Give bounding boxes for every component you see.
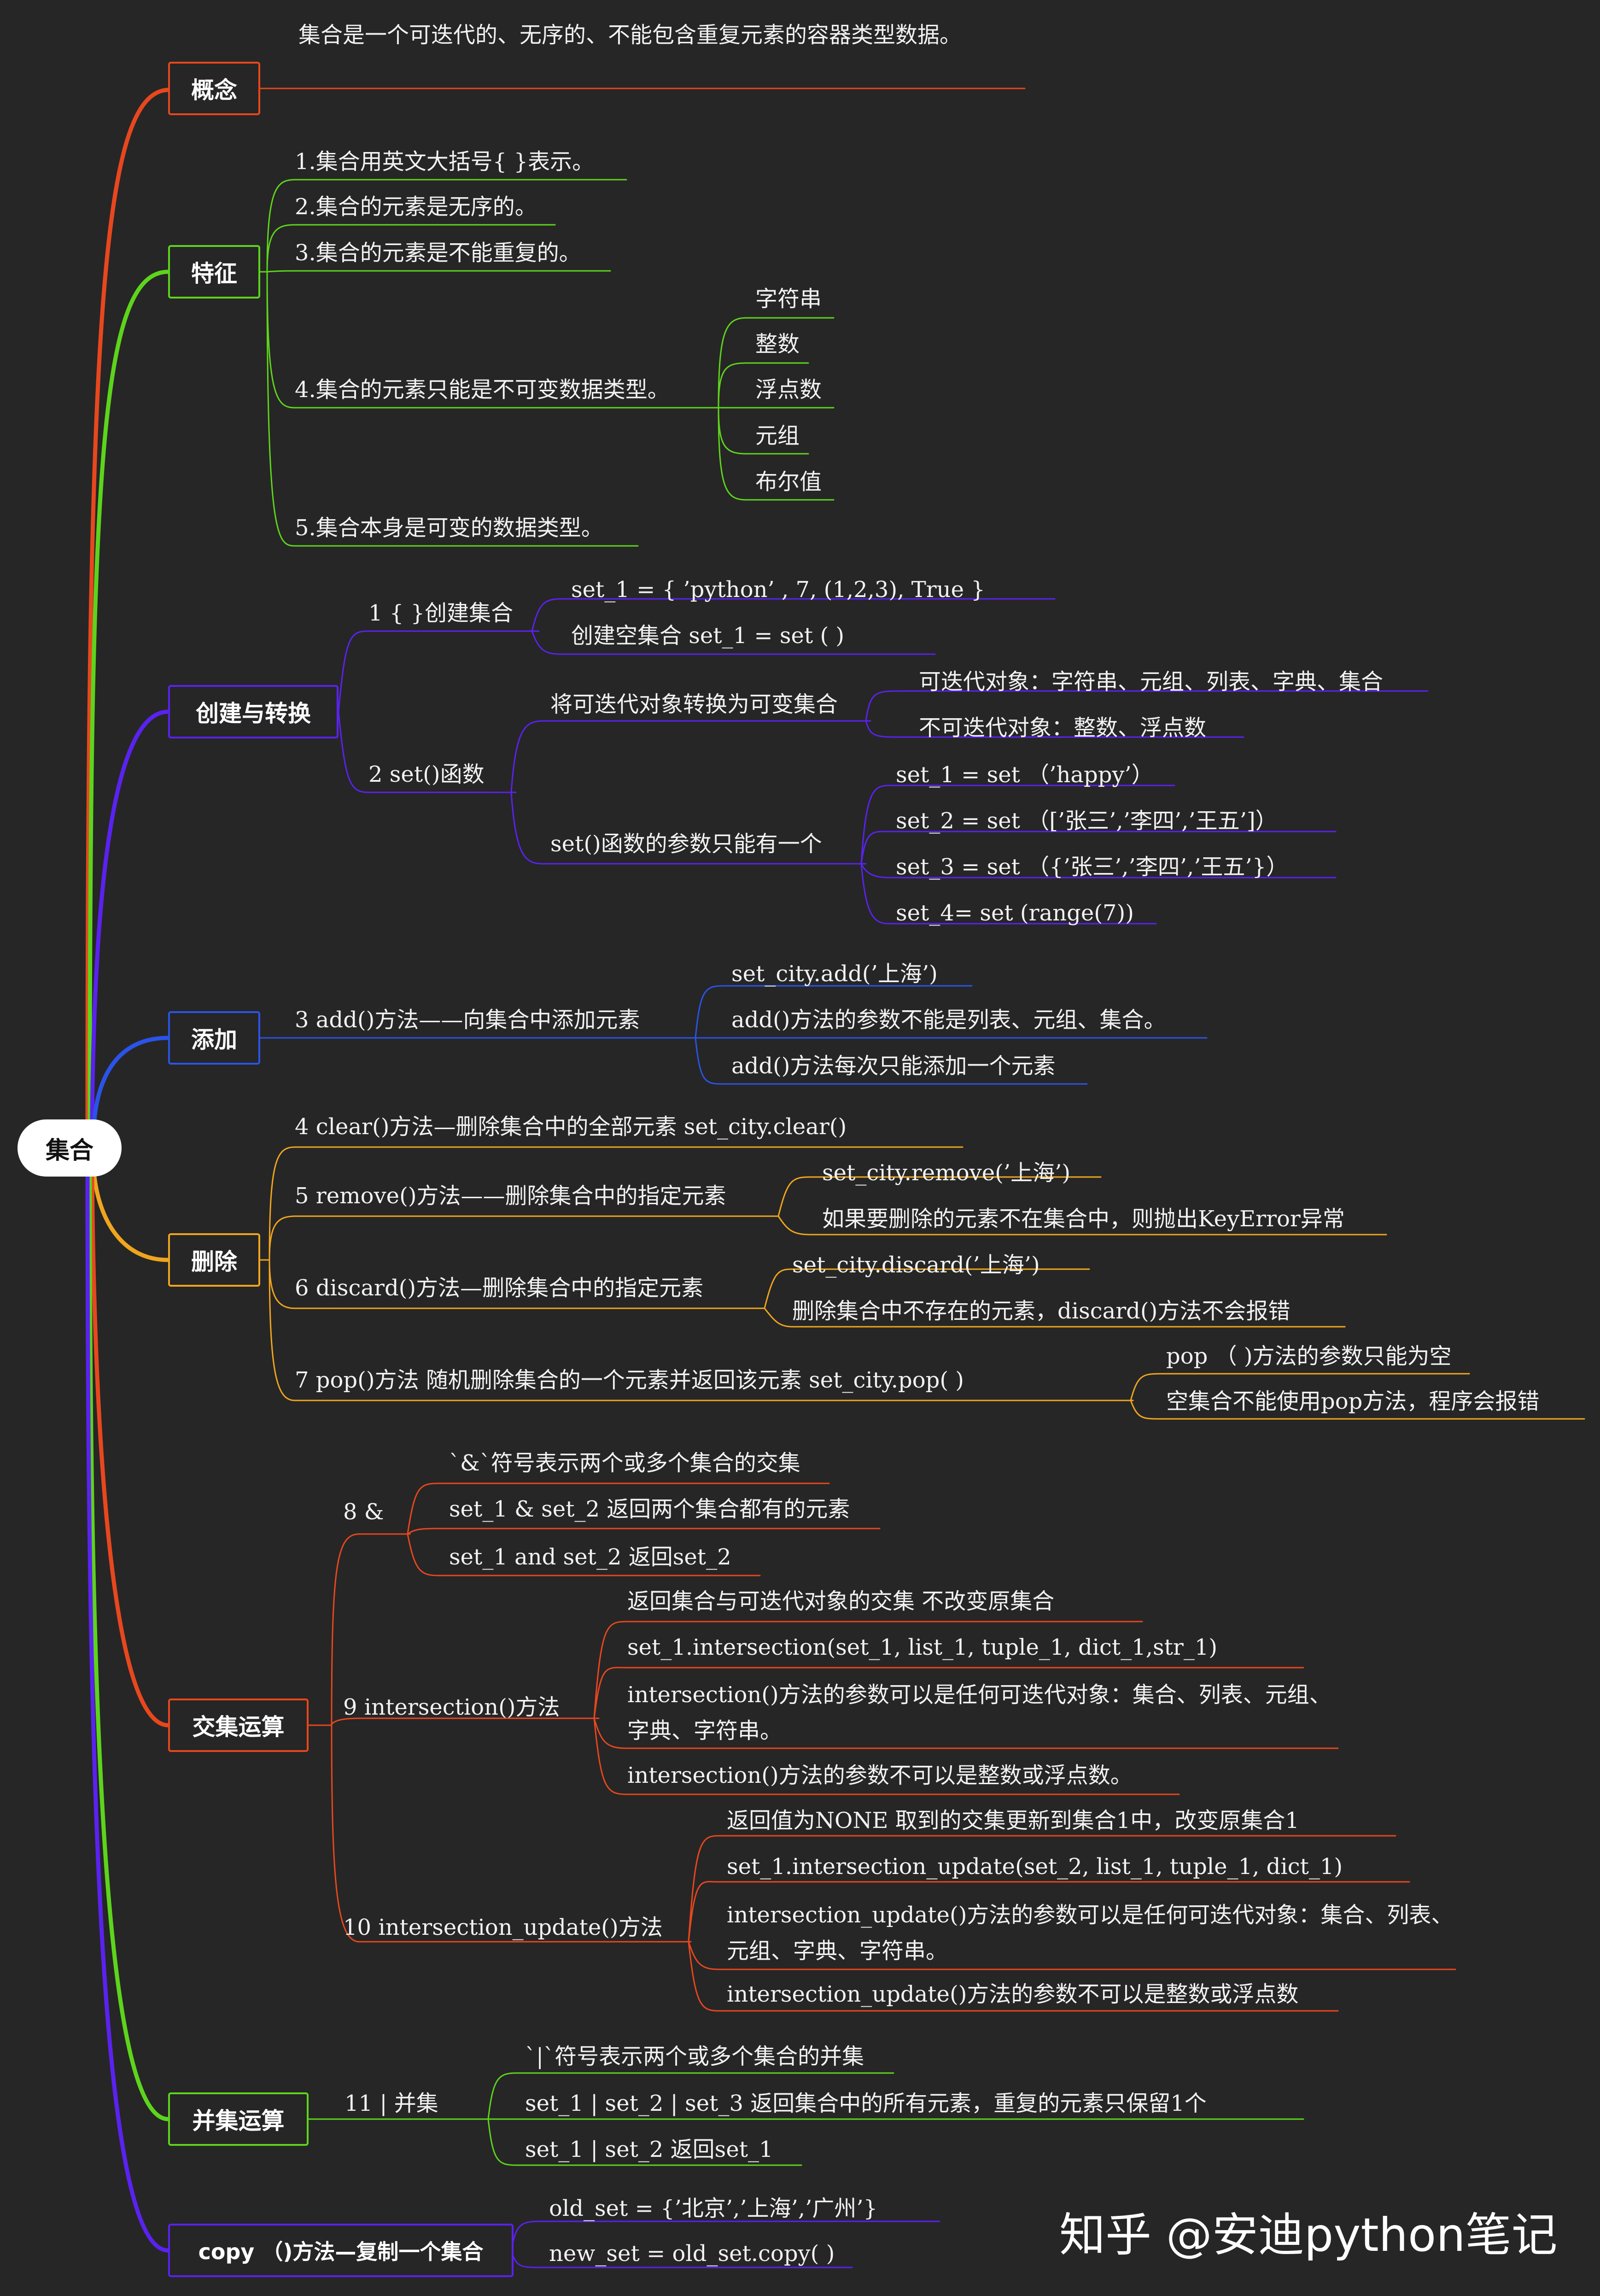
delete-pop-note: pop （ )方法的参数只能为空 [1166, 1343, 1452, 1369]
immutable-type: 整数 [755, 331, 800, 357]
branch-line-copy [85, 1174, 170, 2253]
branch-copy: copy （)方法—复制一个集合 [168, 2224, 514, 2277]
branch-line-concept [85, 88, 170, 1122]
branch-line-add [92, 1036, 170, 1122]
branch-create: 创建与转换 [168, 685, 339, 738]
feature-item: 3.集合的元素是不能重复的。 [295, 240, 581, 266]
delete-discard-note: 删除集合中不存在的元素，discard()方法不会报错 [792, 1298, 1291, 1324]
branch-union: 并集运算 [168, 2092, 309, 2146]
intersect-amp-note: `&`符号表示两个或多个集合的交集 [449, 1450, 800, 1476]
intersect-amp-label: 8 & [343, 1499, 384, 1525]
union-note: `|`符号表示两个或多个集合的并集 [525, 2044, 864, 2069]
root-node: 集合 [18, 1119, 122, 1177]
union-label: 11 | 并集 [345, 2091, 438, 2116]
intersect-update-note: intersection_update()方法的参数可以是任何可迭代对象：集合、… [727, 1902, 1454, 1964]
create-braces-label: 1 { }创建集合 [368, 600, 514, 626]
delete-pop-label: 7 pop()方法 随机删除集合的一个元素并返回该元素 set_city.pop… [295, 1367, 964, 1393]
concept-text: 集合是一个可迭代的、无序的、不能包含重复元素的容器类型数据。 [298, 22, 962, 48]
feature-item: 2.集合的元素是无序的。 [295, 194, 537, 220]
union-note: set_1 | set_2 返回set_1 [525, 2137, 773, 2162]
watermark-text: 知乎 @安迪python笔记 [1059, 2208, 1558, 2262]
feature-item: 5.集合本身是可变的数据类型。 [295, 515, 603, 541]
create-example: set_3 = set （{’张三’,’李四’,’王五’}） [896, 854, 1289, 880]
delete-remove-note: set_city.remove(’上海’) [822, 1160, 1071, 1186]
branch-line-union [88, 1174, 170, 2121]
intersect-method-note: intersection()方法的参数可以是任何可迭代对象：集合、列表、元组、字… [627, 1682, 1331, 1744]
immutable-type: 浮点数 [755, 377, 822, 403]
create-iterable: 可迭代对象：字符串、元组、列表、字典、集合 [919, 669, 1384, 695]
union-note: set_1 | set_2 | set_3 返回集合中的所有元素，重复的元素只保… [525, 2091, 1207, 2116]
delete-discard-label: 6 discard()方法—删除集合中的指定元素 [295, 1275, 704, 1301]
create-example: set_1 = set （’happy’） [896, 762, 1154, 788]
create-noniterable: 不可迭代对象：整数、浮点数 [919, 715, 1207, 741]
intersect-amp-note: set_1 & set_2 返回两个集合都有的元素 [449, 1496, 850, 1522]
intersect-update-note: 返回值为NONE 取到的交集更新到集合1中，改变原集合1 [727, 1808, 1299, 1833]
immutable-type: 字符串 [755, 286, 822, 312]
copy-note: old_set = {’北京’,’上海’,’广州’} [549, 2196, 878, 2221]
branch-line-create [90, 709, 170, 1122]
create-example: set_2 = set （[’张三’,’李四’,’王五’]） [896, 808, 1278, 834]
intersect-method-note: intersection()方法的参数不可以是整数或浮点数。 [627, 1763, 1133, 1788]
create-one-arg: set()函数的参数只能有一个 [550, 831, 822, 857]
branch-line-intersect [90, 1174, 170, 1728]
intersect-update-label: 10 intersection_update()方法 [343, 1915, 663, 1940]
intersect-method-label: 9 intersection()方法 [343, 1694, 560, 1720]
intersect-method-note: 返回集合与可迭代对象的交集 不改变原集合 [627, 1588, 1055, 1614]
branch-feature: 特征 [168, 245, 260, 299]
branch-intersect: 交集运算 [168, 1699, 309, 1752]
copy-note: new_set = old_set.copy( ) [549, 2241, 835, 2267]
branch-line-feature [88, 269, 170, 1122]
create-example: set_4= set (range(7)) [896, 900, 1134, 926]
create-braces-example: set_1 = { ’python’ , 7, (1,2,3), True } [571, 577, 985, 603]
delete-pop-note: 空集合不能使用pop方法，程序会报错 [1166, 1388, 1540, 1414]
intersect-method-note: set_1.intersection(set_1, list_1, tuple_… [627, 1634, 1218, 1660]
branch-add: 添加 [168, 1011, 260, 1065]
immutable-type: 布尔值 [755, 469, 822, 495]
delete-clear: 4 clear()方法—删除集合中的全部元素 set_city.clear() [295, 1114, 847, 1140]
feature-item: 1.集合用英文大括号{ }表示。 [295, 149, 595, 175]
branch-delete: 删除 [168, 1233, 260, 1287]
intersect-amp-note: set_1 and set_2 返回set_2 [449, 1544, 731, 1570]
create-braces-empty: 创建空集合 set_1 = set ( ) [571, 623, 845, 649]
delete-remove-note: 如果要删除的元素不在集合中，则抛出KeyError异常 [822, 1206, 1345, 1232]
immutable-type: 元组 [755, 423, 800, 449]
delete-remove-label: 5 remove()方法——删除集合中的指定元素 [295, 1183, 726, 1209]
intersect-update-note: set_1.intersection_update(set_2, list_1,… [727, 1854, 1343, 1880]
add-label: 3 add()方法——向集合中添加元素 [295, 1007, 640, 1033]
add-note: set_city.add(’上海’) [731, 961, 938, 987]
add-note: add()方法每次只能添加一个元素 [731, 1053, 1056, 1079]
delete-discard-note: set_city.discard(’上海’) [792, 1252, 1040, 1278]
create-setfunc-label: 2 set()函数 [368, 761, 485, 787]
branch-concept: 概念 [168, 62, 260, 115]
feature-item: 4.集合的元素只能是不可变数据类型。 [295, 377, 670, 403]
branch-line-delete [92, 1174, 170, 1262]
create-convert: 将可迭代对象转换为可变集合 [550, 691, 838, 717]
intersect-update-note: intersection_update()方法的参数不可以是整数或浮点数 [727, 1981, 1299, 2007]
add-note: add()方法的参数不能是列表、元组、集合。 [731, 1007, 1166, 1033]
